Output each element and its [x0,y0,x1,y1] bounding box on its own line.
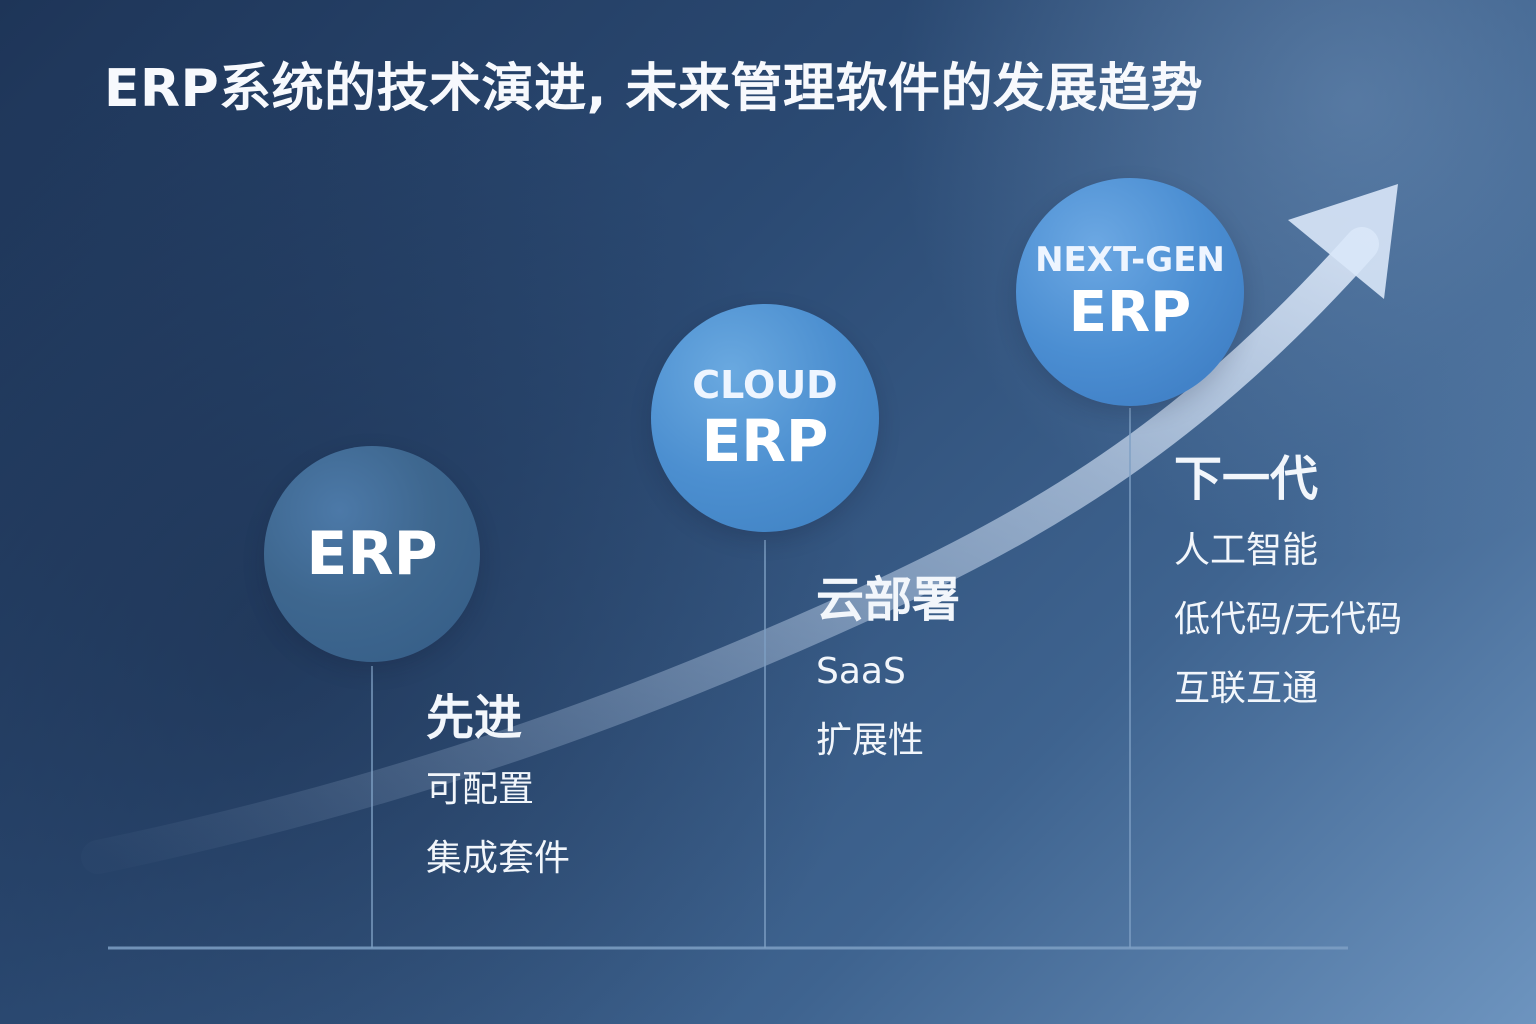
stage-2-item-1: SaaS [816,651,906,692]
stage-1-text-block: 先进 可配置 集成套件 [426,694,570,877]
stage-3-text-block: 下一代 人工智能 低代码/无代码 互联互通 [1174,455,1402,707]
growth-arrow-path [81,227,1379,874]
stage-3-circle-label: ERP [1068,280,1192,345]
stage-1-heading: 先进 [426,690,523,746]
growth-arrow-head [1288,184,1398,299]
stage-3-heading: 下一代 [1174,451,1319,507]
stage-2-text-block: 云部署 SaaS 扩展性 [816,576,960,759]
stage-1-circle: ERP [264,446,480,662]
stage-3-item-3: 互联互通 [1174,668,1319,709]
stage-2-heading: 云部署 [816,572,961,628]
stage-2-circle: CLOUD ERP [651,304,879,532]
page-title: ERP系统的技术演进, 未来管理软件的发展趋势 [104,59,1204,119]
stage-2-circle-top-label: CLOUD [692,363,838,407]
stage-1-item-2: 集成套件 [426,838,571,879]
stage-2-circle-label: ERP [701,407,829,475]
stage-1-circle-label: ERP [306,519,438,589]
stage-3-circle: NEXT-GEN ERP [1016,178,1244,406]
stage-2-item-2: 扩展性 [816,720,925,761]
stage-3-circle-top-label: NEXT-GEN [1035,240,1225,280]
stage-1-item-1: 可配置 [426,769,535,810]
stage-3-item-2: 低代码/无代码 [1174,599,1403,640]
stage-3-item-1: 人工智能 [1174,530,1319,571]
